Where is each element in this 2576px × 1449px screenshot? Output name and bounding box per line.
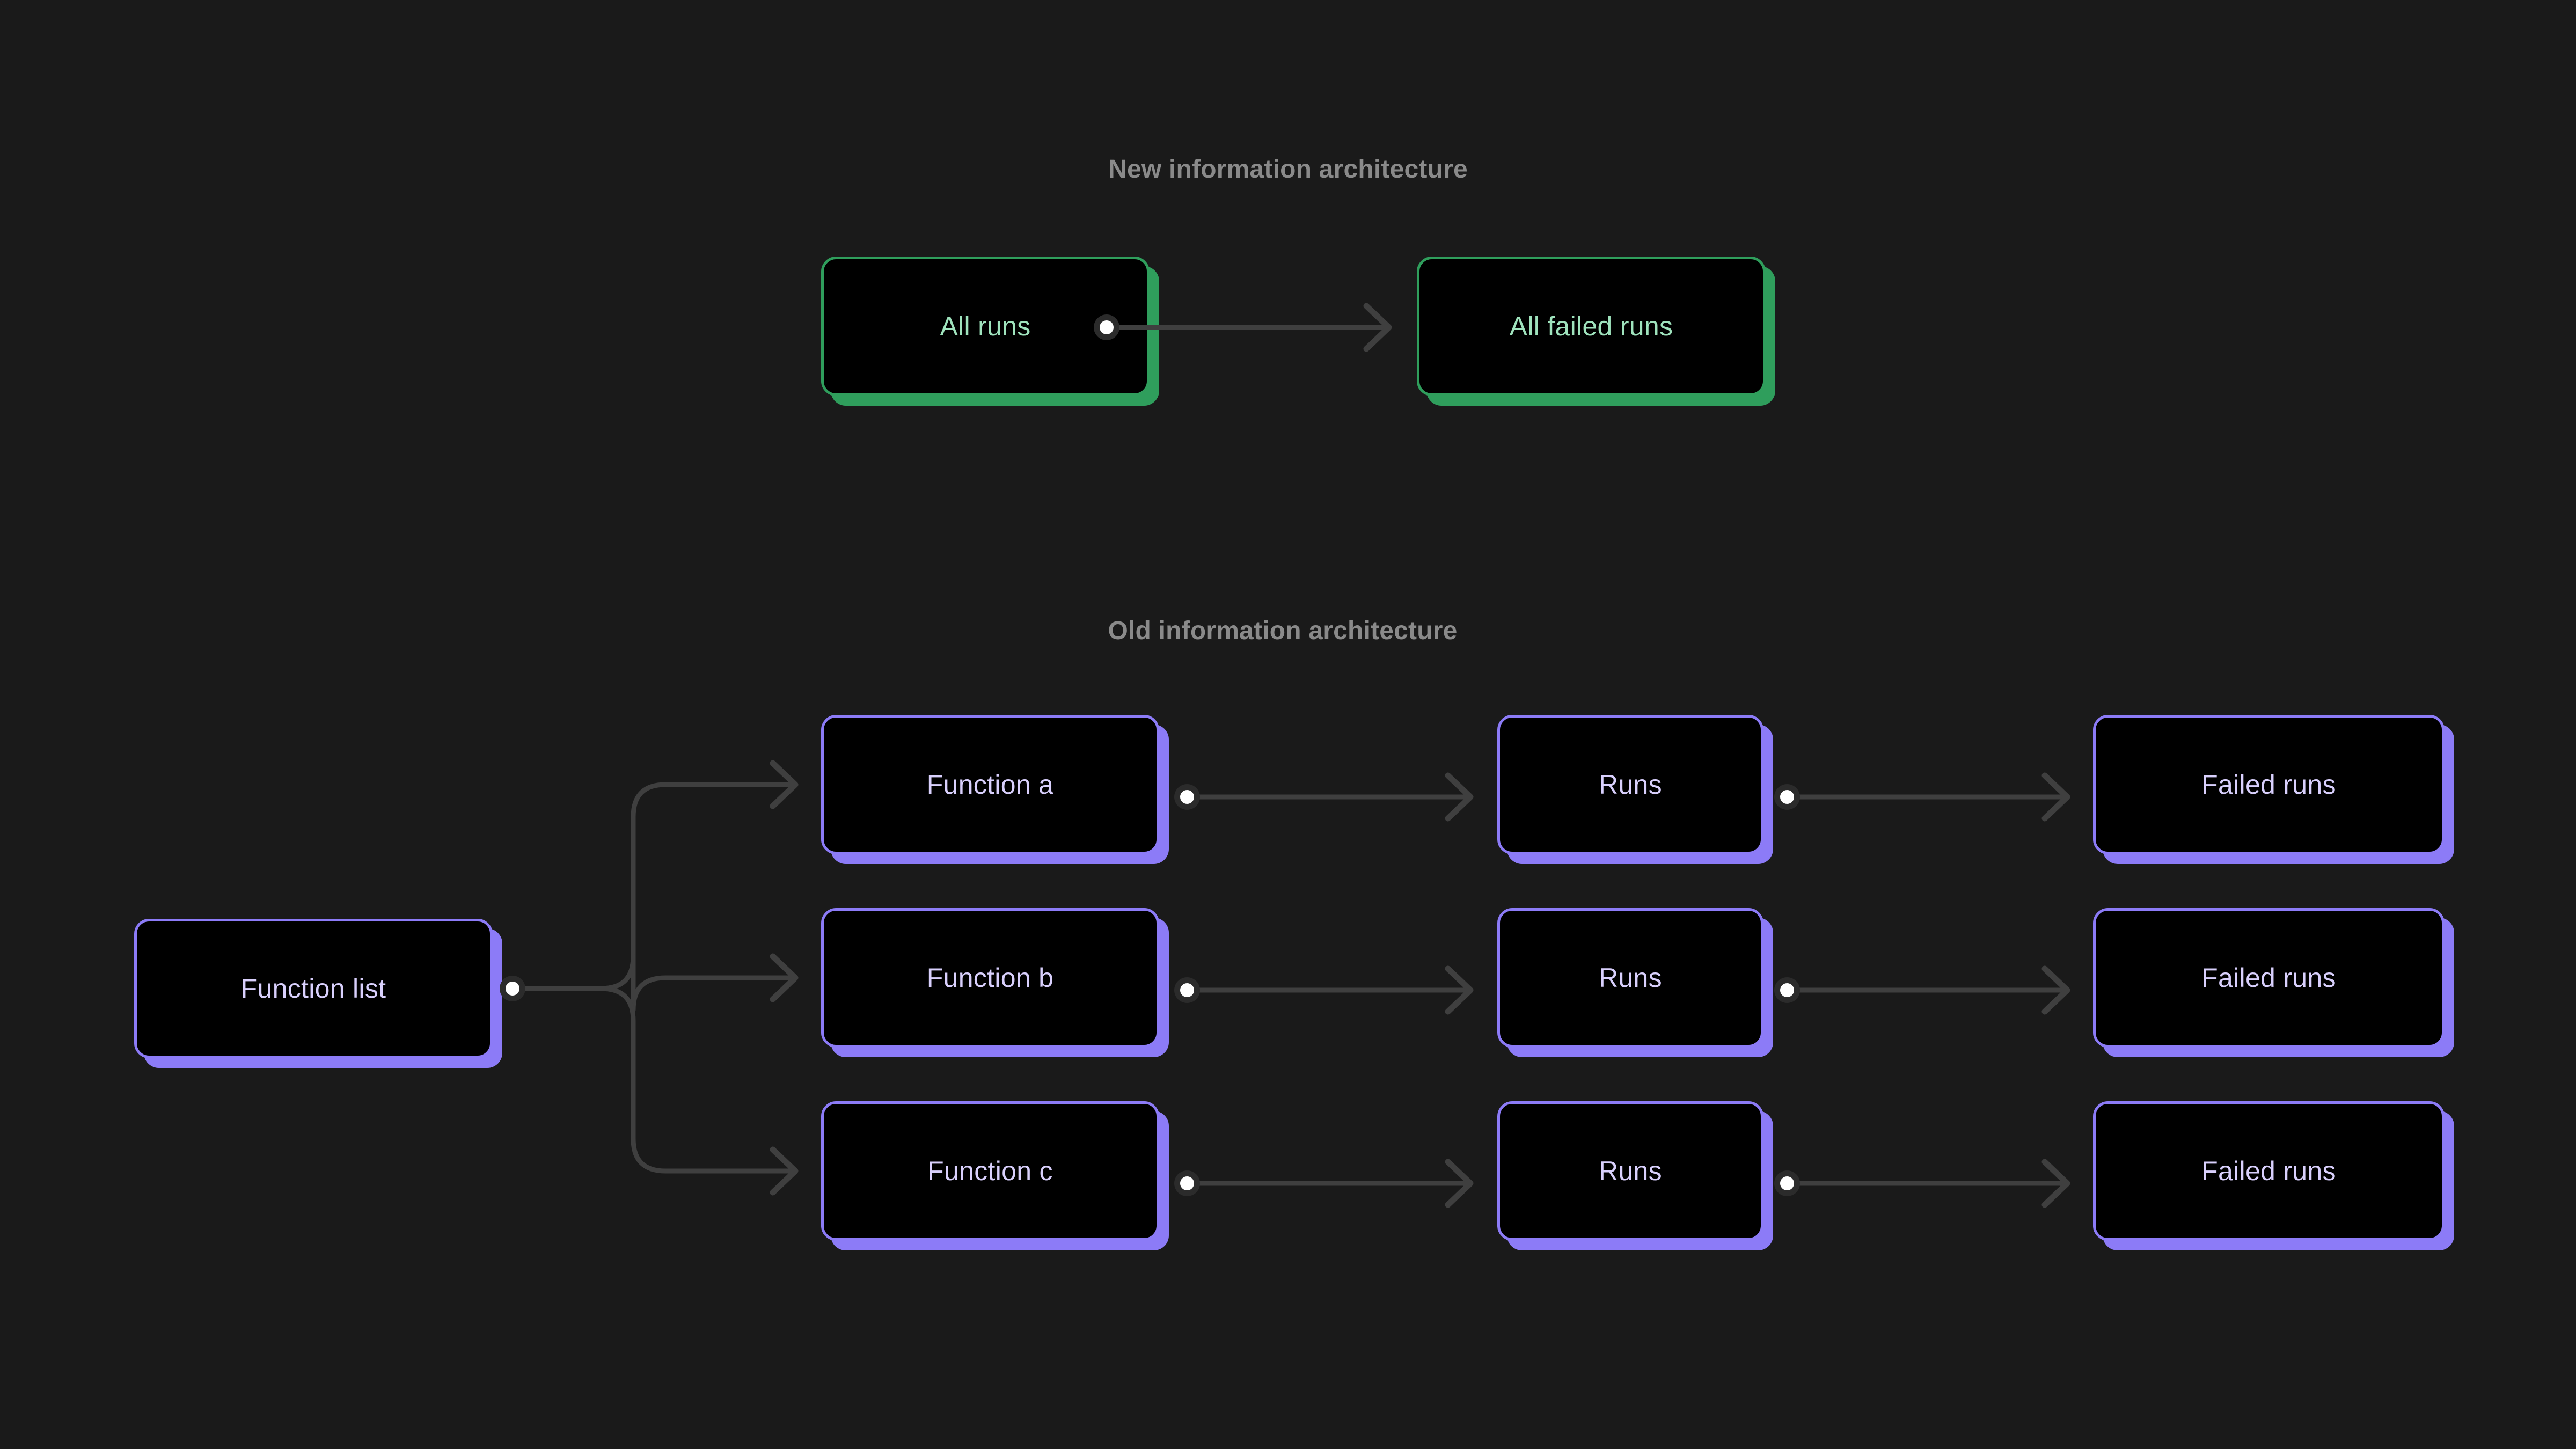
node-failed-runs-b[interactable]: Failed runs	[2093, 908, 2445, 1048]
node-function-b[interactable]: Function b	[821, 908, 1159, 1048]
connector-dot-runs-c-to-failed-runs-c	[1780, 1176, 1794, 1190]
connector-dot-function-a-to-runs-a	[1180, 790, 1194, 804]
node-function-c[interactable]: Function c	[821, 1101, 1159, 1241]
node-function-a[interactable]: Function a	[821, 715, 1159, 854]
arrowhead-function-b-to-runs-b	[1445, 965, 1474, 1015]
connector-dot-function-b-to-runs-b	[1180, 983, 1194, 997]
connector-function-c-to-runs-c	[1174, 1159, 1474, 1208]
node-all-failed-runs[interactable]: All failed runs	[1417, 257, 1766, 396]
connector-runs-a-to-failed-runs-a	[1774, 772, 2070, 822]
node-all-runs[interactable]: All runs	[821, 257, 1150, 396]
connector-dot-runs-a-to-failed-runs-a	[1780, 790, 1794, 804]
arrowhead-function-list-branch-1	[770, 953, 799, 1002]
arrowhead-runs-c-to-failed-runs-c	[2041, 1159, 2070, 1208]
node-label: All failed runs	[1509, 311, 1673, 341]
connector-dot-ring-function-list-branch	[500, 976, 525, 1001]
connector-line-function-list-branch-0	[510, 782, 795, 991]
node-label: Function a	[926, 770, 1054, 800]
node-failed-runs-c[interactable]: Failed runs	[2093, 1101, 2445, 1241]
node-runs-a[interactable]: Runs	[1497, 715, 1763, 854]
connector-dot-function-c-to-runs-c	[1180, 1176, 1194, 1190]
node-label: Function list	[240, 974, 386, 1004]
arrowhead-function-a-to-runs-a	[1445, 772, 1474, 822]
section-title-old-ia: Old information architecture	[1108, 617, 1458, 645]
connector-line-function-list-branch-1	[510, 954, 795, 1013]
node-label: All runs	[940, 311, 1031, 341]
connector-runs-b-to-failed-runs-b	[1774, 965, 2070, 1015]
arrowhead-function-list-branch-0	[770, 760, 799, 809]
node-label: Failed runs	[2201, 1156, 2336, 1186]
arrowhead-runs-a-to-failed-runs-a	[2041, 772, 2070, 822]
node-label: Failed runs	[2201, 963, 2336, 993]
arrowhead-function-list-branch-2	[770, 1146, 799, 1196]
arrowhead-runs-b-to-failed-runs-b	[2041, 965, 2070, 1015]
connector-runs-c-to-failed-runs-c	[1774, 1159, 2070, 1208]
connector-dot-function-list-branch	[506, 982, 519, 996]
connector-dot-ring-function-c-to-runs-c	[1174, 1170, 1200, 1196]
connector-dot-ring-runs-c-to-failed-runs-c	[1774, 1170, 1800, 1196]
arrowhead-all-runs-to-all-failed-runs	[1363, 303, 1392, 352]
connector-dot-ring-function-a-to-runs-a	[1174, 784, 1200, 810]
connector-line-function-list-branch-2	[510, 986, 795, 1174]
connector-function-a-to-runs-a	[1174, 772, 1474, 822]
connector-dot-ring-runs-b-to-failed-runs-b	[1774, 977, 1800, 1003]
node-failed-runs-a[interactable]: Failed runs	[2093, 715, 2445, 854]
node-label: Runs	[1599, 963, 1662, 993]
connector-dot-runs-b-to-failed-runs-b	[1780, 983, 1794, 997]
node-function-list[interactable]: Function list	[134, 919, 493, 1058]
node-runs-b[interactable]: Runs	[1497, 908, 1763, 1048]
node-label: Function c	[927, 1156, 1053, 1186]
section-title-new-ia: New information architecture	[1108, 155, 1468, 184]
connector-function-b-to-runs-b	[1174, 965, 1474, 1015]
arrowhead-function-c-to-runs-c	[1445, 1159, 1474, 1208]
node-label: Runs	[1599, 770, 1662, 800]
connector-function-list-branch	[500, 760, 799, 1196]
node-label: Failed runs	[2201, 770, 2336, 800]
connector-dot-ring-function-b-to-runs-b	[1174, 977, 1200, 1003]
connector-dot-ring-runs-a-to-failed-runs-a	[1774, 784, 1800, 810]
node-runs-c[interactable]: Runs	[1497, 1101, 1763, 1241]
node-label: Function b	[926, 963, 1054, 993]
node-label: Runs	[1599, 1156, 1662, 1186]
